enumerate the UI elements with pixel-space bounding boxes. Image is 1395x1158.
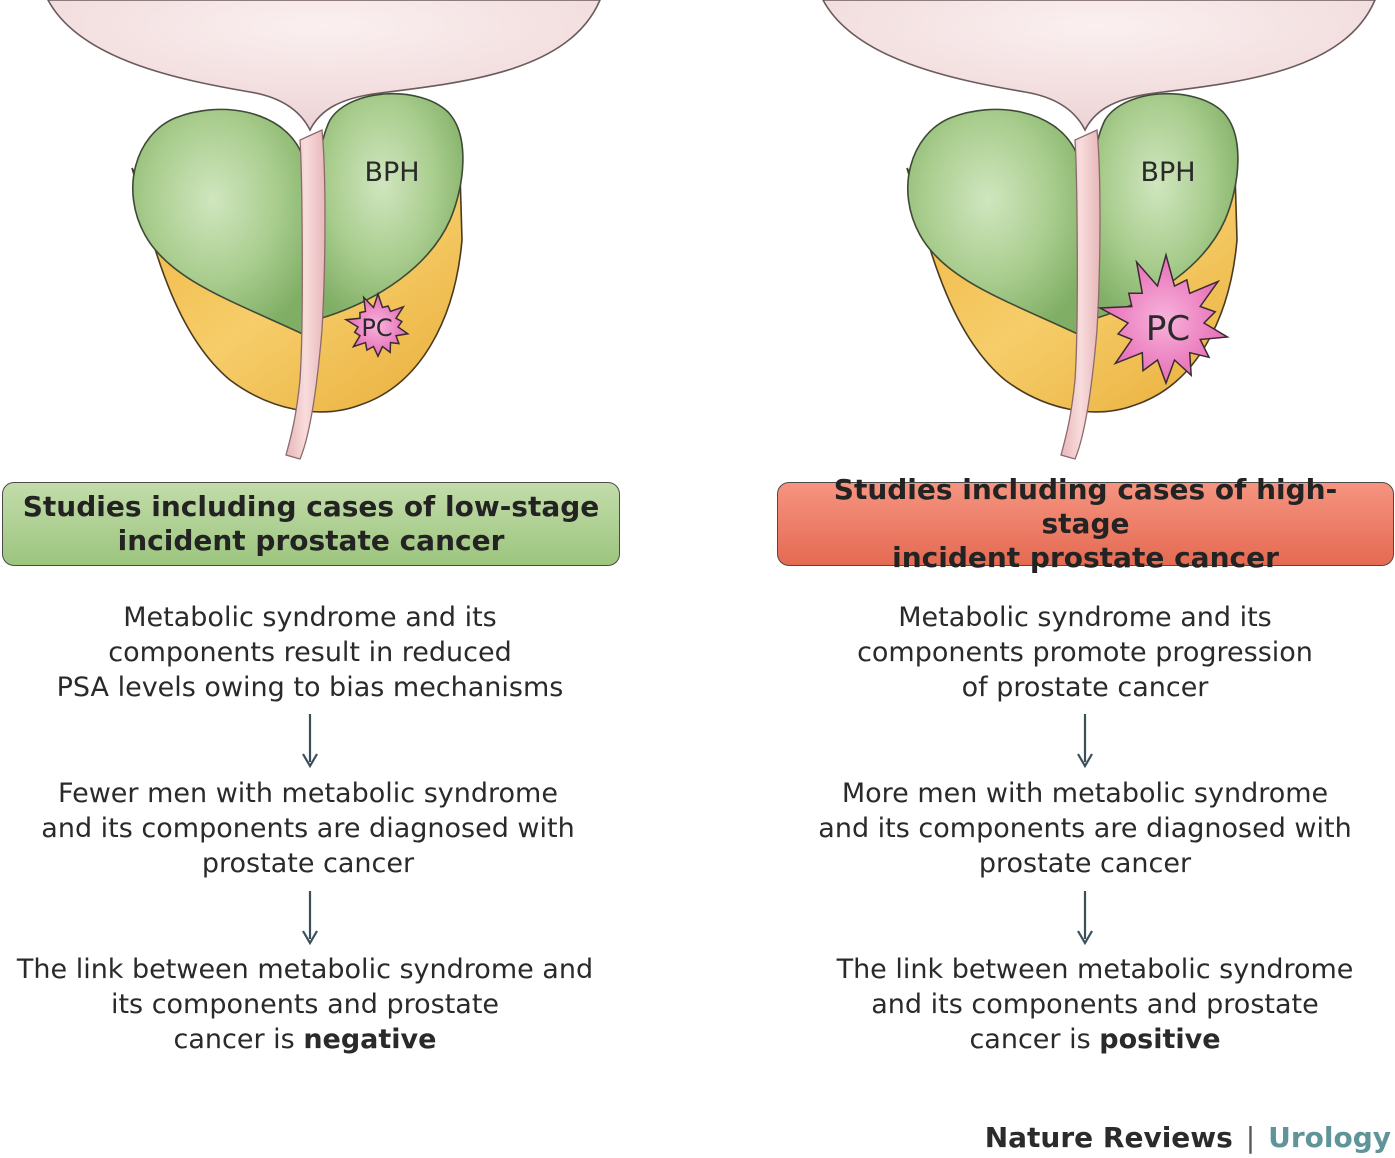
bladder xyxy=(47,0,601,132)
tumor-label: PC xyxy=(1146,309,1190,349)
step-2-text: Fewer men with metabolic syndrome and it… xyxy=(41,778,575,879)
tumor-pc-large: PC xyxy=(1097,252,1230,386)
tumor-label: PC xyxy=(361,314,392,342)
header-title-line2: incident prostate cancer xyxy=(892,541,1279,574)
header-title-line2: incident prostate cancer xyxy=(117,524,505,557)
low-stage-header-box: Studies including cases of low-stage inc… xyxy=(2,482,620,566)
down-arrow-icon xyxy=(1077,714,1093,768)
down-arrow-icon xyxy=(1077,891,1093,945)
journal-credit: Nature Reviews | Urology xyxy=(985,1120,1391,1156)
header-title-line1: Studies including cases of low-stage xyxy=(22,490,600,523)
low-stage-panel: PC BPH Studies including cases of low-st… xyxy=(0,0,640,1100)
prostate-illustration-low-stage: PC BPH xyxy=(0,0,640,470)
tumor-pc-small: PC xyxy=(343,291,410,358)
step-1-text: Metabolic syndrome and its components re… xyxy=(56,602,564,703)
link-positive: positive xyxy=(1099,1024,1221,1055)
prostate-illustration-high-stage: PC BPH xyxy=(775,0,1395,470)
step-3-text: The link between metabolic syndrome and … xyxy=(836,954,1354,1055)
bph-label: BPH xyxy=(1140,157,1195,188)
header-title-line1: Studies including cases of high-stage xyxy=(833,473,1338,540)
brand-name: Nature Reviews xyxy=(984,1121,1233,1154)
step-3-text: The link between metabolic syndrome and … xyxy=(16,954,594,1055)
bph-label: BPH xyxy=(364,157,419,188)
bladder xyxy=(822,0,1376,132)
high-stage-panel: PC BPH Studies including cases of high-s… xyxy=(775,0,1395,1100)
step-1-text: Metabolic syndrome and its components pr… xyxy=(857,602,1313,703)
journal-name: Urology xyxy=(1268,1121,1391,1154)
urethra xyxy=(1060,129,1101,460)
link-negative: negative xyxy=(303,1024,437,1055)
step-2-text: More men with metabolic syndrome and its… xyxy=(818,778,1352,879)
down-arrow-icon xyxy=(302,714,318,768)
urethra xyxy=(285,129,326,460)
down-arrow-icon xyxy=(302,891,318,945)
separator: | xyxy=(1245,1121,1256,1154)
high-stage-header-box: Studies including cases of high-stage in… xyxy=(777,473,1394,574)
